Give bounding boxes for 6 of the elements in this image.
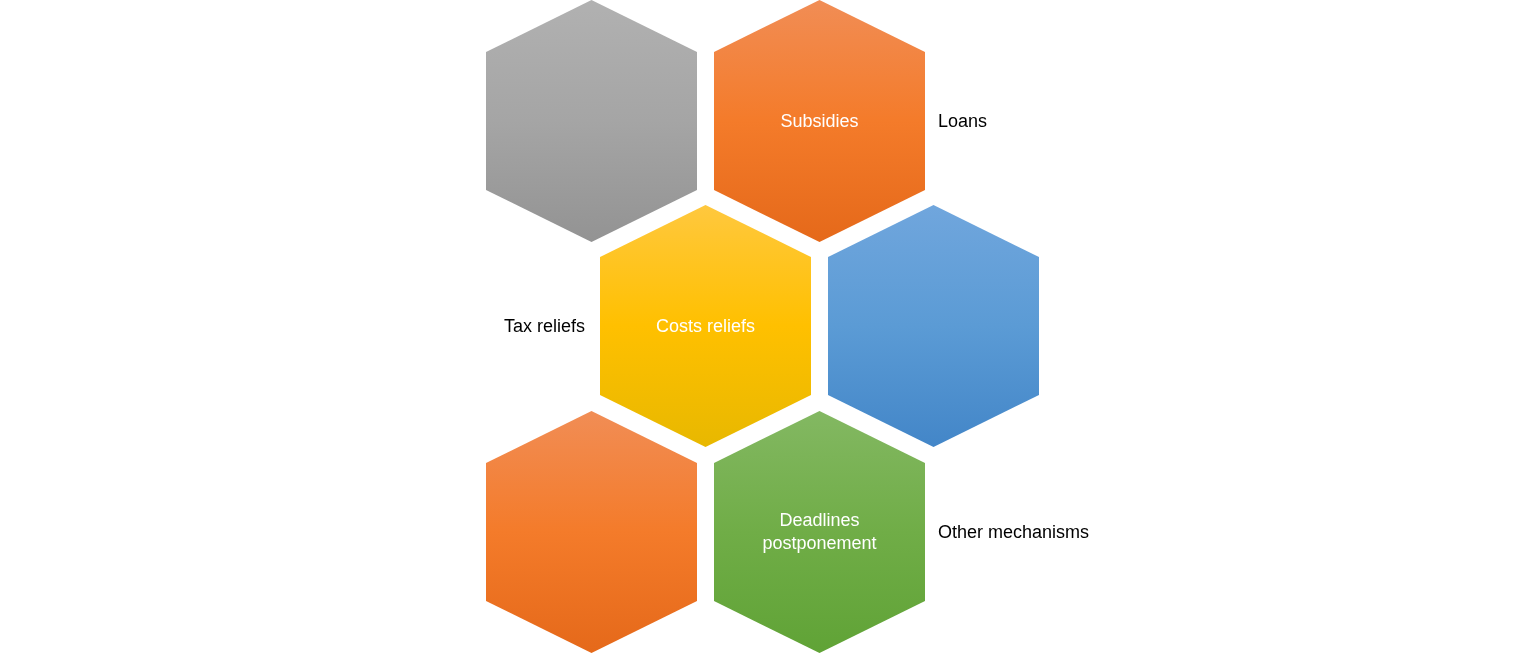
side-label: Tax reliefs <box>503 315 585 338</box>
side-label: Loans <box>938 110 988 133</box>
topic-label: Costs reliefs <box>656 314 755 338</box>
side-label: Other mechanisms <box>938 521 1090 544</box>
topic-label: Deadlines postponement <box>761 509 878 555</box>
topic-label: Subsidies <box>780 109 859 133</box>
